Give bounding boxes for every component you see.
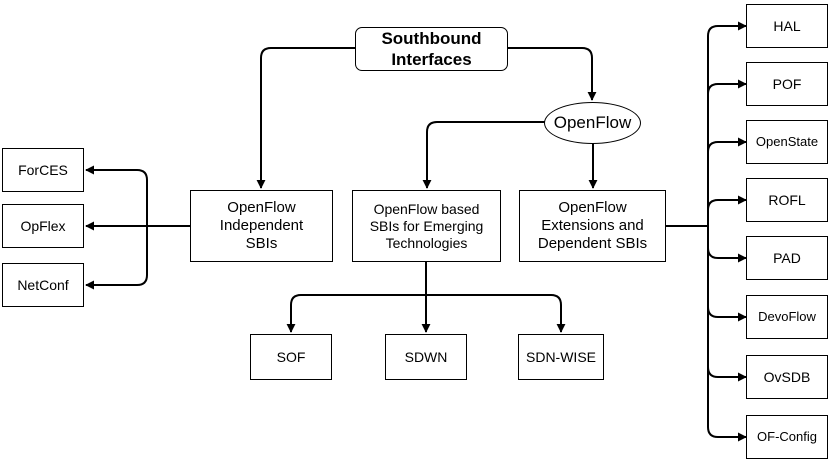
openstate-label: OpenState (755, 134, 819, 149)
edge-root-independent (256, 47, 355, 189)
sof-node: SOF (250, 334, 332, 380)
independent-label: OpenFlow Independent SBIs (219, 199, 304, 252)
edge-to-pad (707, 247, 747, 263)
root-label: Southbound Interfaces (381, 29, 482, 69)
edge-to-sof (286, 294, 426, 333)
openflow-node: OpenFlow (544, 102, 641, 144)
edge-openflow-emerging (422, 121, 545, 189)
openstate-node: OpenState (746, 120, 828, 164)
forces-label: ForCES (18, 162, 68, 178)
sdnwise-label: SDN-WISE (526, 349, 596, 365)
hal-node: HAL (746, 4, 828, 48)
forces-node: ForCES (2, 148, 84, 192)
pof-label: POF (772, 76, 802, 92)
edge-to-netconf (85, 226, 148, 290)
ofconfig-node: OF-Config (746, 415, 828, 459)
emerging-label: OpenFlow based SBIs for Emerging Technol… (369, 200, 484, 251)
independent-node: OpenFlow Independent SBIs (190, 190, 333, 262)
ovsdb-node: OvSDB (746, 355, 828, 399)
sof-label: SOF (276, 349, 306, 365)
netconf-node: NetConf (2, 263, 84, 307)
rofl-node: ROFL (746, 178, 828, 222)
edge-to-devoflow (707, 306, 747, 322)
pad-node: PAD (746, 236, 828, 280)
devoflow-node: DevoFlow (746, 295, 828, 339)
pad-label: PAD (773, 250, 801, 266)
edge-to-sdnwise (426, 294, 566, 333)
devoflow-label: DevoFlow (758, 309, 816, 324)
dependent-label: OpenFlow Extensions and Dependent SBIs (537, 199, 648, 252)
opflex-node: OpFlex (2, 204, 84, 248)
root-node: Southbound Interfaces (355, 27, 508, 71)
rofl-label: ROFL (768, 192, 806, 208)
ofconfig-label: OF-Config (757, 429, 817, 444)
openflow-label: OpenFlow (553, 113, 632, 132)
edge-to-forces (85, 165, 148, 226)
hal-label: HAL (773, 18, 801, 34)
ovsdb-label: OvSDB (763, 369, 811, 385)
edge-to-ovsdb (707, 366, 747, 382)
sdnwise-node: SDN-WISE (518, 334, 604, 380)
sdwn-label: SDWN (404, 349, 448, 365)
opflex-label: OpFlex (20, 218, 66, 234)
emerging-node: OpenFlow based SBIs for Emerging Technol… (352, 190, 501, 262)
edge-right-trunk (707, 25, 746, 438)
sdwn-node: SDWN (385, 334, 467, 380)
netconf-label: NetConf (17, 277, 69, 293)
edge-to-openstate (707, 137, 747, 153)
dependent-node: OpenFlow Extensions and Dependent SBIs (519, 190, 666, 262)
edge-to-pof (707, 79, 747, 95)
edge-root-openflow (508, 47, 597, 101)
edge-to-rofl (707, 195, 747, 211)
pof-node: POF (746, 62, 828, 106)
